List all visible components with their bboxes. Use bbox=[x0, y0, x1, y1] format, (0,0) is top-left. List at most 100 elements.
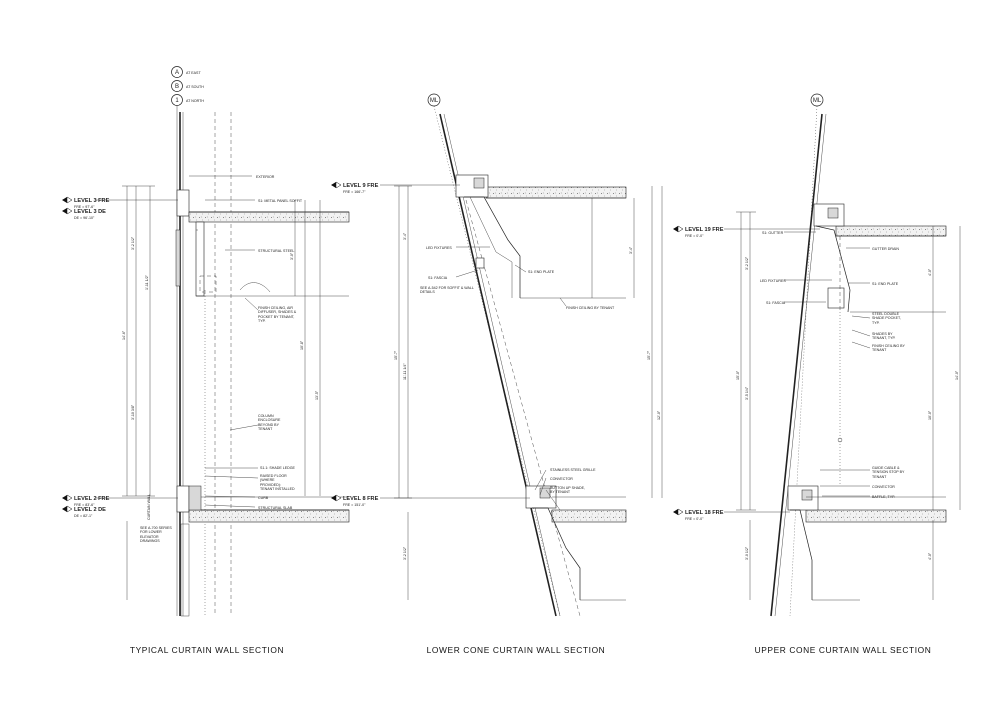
svg-text:3'-2 1/2": 3'-2 1/2" bbox=[745, 256, 749, 270]
note: BAFFLE, TYP. bbox=[872, 495, 895, 499]
lower-cone-notes: LED FIXTURES S1: FASCIA S1: END PLATE SE… bbox=[420, 246, 615, 495]
svg-text:3'-2 1/2": 3'-2 1/2" bbox=[131, 236, 135, 250]
curtain-wall bbox=[175, 112, 190, 616]
grid-bubble-label: 1 bbox=[175, 98, 179, 104]
note: SEE A-700 SERIES FOR LOWER ELEVATOR DRAW… bbox=[140, 526, 172, 544]
note: CURB bbox=[258, 496, 269, 500]
note: STRUCTURAL STEEL bbox=[258, 249, 294, 253]
level-name: LEVEL 9 FRE bbox=[343, 183, 379, 189]
grid-bubble-label: B bbox=[175, 84, 179, 90]
level-elev: FRE = 97'-6" bbox=[74, 205, 95, 209]
svg-text:4'-0": 4'-0" bbox=[928, 552, 932, 560]
level-elev: FRE = 83'-6" bbox=[74, 503, 95, 507]
lower-slab bbox=[787, 312, 947, 601]
typical-section: A AT EAST B AT SOUTH 1 AT NORTH bbox=[61, 66, 350, 655]
note: SEE A-542 FOR SOFFIT & WALL DETAILS bbox=[420, 286, 474, 295]
section-title: LOWER CONE CURTAIN WALL SECTION bbox=[427, 645, 606, 655]
level-markers: LEVEL 19 FRE FRE = 0'-0" LEVEL 18 FRE FR… bbox=[672, 225, 820, 521]
note: FINISH CEILING BY TENANT bbox=[566, 306, 615, 310]
note: LED FIXTURES bbox=[760, 279, 786, 283]
svg-text:3'-10 3/8": 3'-10 3/8" bbox=[131, 404, 135, 420]
svg-text:15'-7": 15'-7" bbox=[394, 350, 398, 360]
note: S1: GUTTER bbox=[762, 231, 784, 235]
note: CONVECTOR bbox=[550, 477, 573, 481]
level-name: LEVEL 18 FRE bbox=[685, 510, 724, 516]
svg-text:15'-7": 15'-7" bbox=[647, 350, 651, 360]
grid-bubble-label: ML bbox=[430, 98, 439, 104]
level-elev: FRE = 166'-7" bbox=[343, 190, 366, 194]
upper-slab bbox=[188, 211, 350, 297]
note: S1.1: SHADE LEDGE bbox=[260, 466, 296, 470]
level-elev: FRE = 0'-0" bbox=[685, 517, 704, 521]
level-name: LEVEL 19 FRE bbox=[685, 227, 724, 233]
level-name: LEVEL 3 FRE bbox=[74, 198, 110, 204]
note: COLUMN ENCLOSURE BEYOND BY TENANT bbox=[258, 414, 281, 432]
upper-slab bbox=[455, 174, 627, 299]
lower-cone-section: ML bbox=[330, 93, 663, 655]
note: RAISED FLOOR (WHERE PROVIDED): TENANT IN… bbox=[260, 474, 295, 492]
level-name: LEVEL 2 FRE bbox=[74, 496, 110, 502]
grid-bubble-label: A bbox=[175, 70, 179, 76]
svg-text:15'-0": 15'-0" bbox=[736, 370, 740, 380]
note: GUTTER DRAIN bbox=[872, 247, 899, 251]
svg-text:10'-8": 10'-8" bbox=[300, 340, 304, 350]
svg-text:14'-6": 14'-6" bbox=[122, 330, 126, 340]
svg-text:14'-0": 14'-0" bbox=[955, 370, 959, 380]
grid-bubble-note: AT SOUTH bbox=[186, 85, 204, 89]
grid-bubble-ml: ML bbox=[427, 93, 441, 107]
level-markers: LEVEL 3 FRE FRE = 97'-6" LEVEL 3 DE DE =… bbox=[61, 196, 178, 518]
note: S1: END PLATE bbox=[528, 270, 555, 274]
svg-text:13'-5": 13'-5" bbox=[315, 390, 319, 400]
svg-text:3'-0": 3'-0" bbox=[290, 252, 294, 260]
sloped-curtain-wall bbox=[439, 113, 581, 617]
upper-slab bbox=[813, 203, 947, 313]
lower-slab bbox=[525, 485, 627, 601]
svg-text:1'-11 1/2": 1'-11 1/2" bbox=[145, 274, 149, 290]
svg-text:3'-2 1/2": 3'-2 1/2" bbox=[403, 546, 407, 560]
level-elev: FRE = 0'-0" bbox=[685, 234, 704, 238]
lower-slab bbox=[188, 485, 350, 523]
level-markers: LEVEL 9 FRE FRE = 166'-7" LEVEL 8 FRE FR… bbox=[330, 181, 530, 507]
grid-bubble-b: B AT SOUTH bbox=[171, 80, 204, 92]
svg-text:3'-4": 3'-4" bbox=[403, 232, 407, 240]
level-elev: DE = 96'-10" bbox=[74, 216, 95, 220]
section-title: UPPER CONE CURTAIN WALL SECTION bbox=[755, 645, 932, 655]
upper-cone-section: ML bbox=[672, 93, 961, 655]
note: CONVECTOR bbox=[872, 485, 895, 489]
note: FINISH CEILING, AIR DIFFUSER, SHADES & P… bbox=[258, 306, 297, 324]
note: STAINLESS STEEL GRILLE bbox=[550, 468, 596, 472]
note: BUTTON UP SHADE, BY TENANT bbox=[550, 486, 586, 495]
svg-text:12'-0": 12'-0" bbox=[657, 410, 661, 420]
note: FINISH CEILING BY TENANT bbox=[872, 344, 905, 353]
note: S1: FASCIA bbox=[766, 301, 786, 305]
section-title: TYPICAL CURTAIN WALL SECTION bbox=[130, 645, 284, 655]
grid-bubble-a: A AT EAST bbox=[171, 66, 201, 78]
grid-bubble-1: 1 AT NORTH bbox=[171, 94, 204, 106]
note: LED FIXTURES bbox=[426, 246, 452, 250]
note: SHADES BY TENANT, TYP. bbox=[872, 332, 896, 341]
upper-cone-notes: S1: GUTTER GUTTER DRAIN LED FIXTURES S1:… bbox=[760, 231, 905, 499]
note: EXTERIOR bbox=[256, 175, 275, 179]
svg-text:3'-4": 3'-4" bbox=[629, 246, 633, 254]
note: CURTAIN WALL bbox=[147, 494, 151, 520]
level-elev: FRE = 151'-0" bbox=[343, 503, 366, 507]
level-name: LEVEL 8 FRE bbox=[343, 496, 379, 502]
level-name: LEVEL 3 DE bbox=[74, 209, 106, 215]
note: S1: END PLATE bbox=[872, 282, 899, 286]
note: S1: FASCIA bbox=[428, 276, 448, 280]
svg-text:3'-5 1/4": 3'-5 1/4" bbox=[745, 386, 749, 400]
note: GUIDE CABLE & TENSION STOP BY TENANT bbox=[872, 466, 905, 479]
grid-bubble-label: ML bbox=[813, 98, 822, 104]
note: STRUCTURAL SLAB bbox=[258, 506, 293, 510]
grid-bubble-note: AT NORTH bbox=[186, 99, 204, 103]
grid-bubble-note: AT EAST bbox=[186, 71, 201, 75]
level-name: LEVEL 2 DE bbox=[74, 507, 106, 513]
svg-text:3'-0 1/2": 3'-0 1/2" bbox=[745, 546, 749, 560]
typical-notes: EXTERIOR S1: METAL PANEL SOFFIT STRUCTUR… bbox=[140, 175, 303, 544]
grid-bubble-ml: ML bbox=[810, 93, 824, 107]
svg-text:11'-11 1/4": 11'-11 1/4" bbox=[403, 363, 407, 380]
svg-text:4'-0": 4'-0" bbox=[928, 268, 932, 276]
svg-text:10'-0": 10'-0" bbox=[928, 410, 932, 420]
sloped-curtain-wall bbox=[770, 113, 827, 617]
